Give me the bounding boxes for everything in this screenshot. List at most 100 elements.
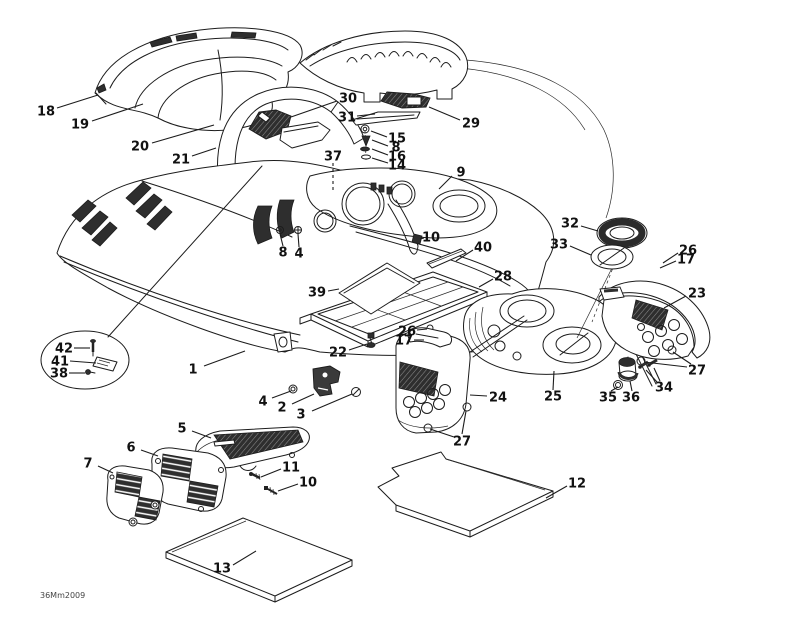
- side-panel-left-24: [395, 315, 528, 434]
- strip-40: [426, 248, 467, 269]
- gauge-cluster: [276, 167, 498, 255]
- leader-line-4: [297, 233, 300, 248]
- part-label-3: 3: [296, 408, 305, 423]
- leader-line-18: [56, 94, 99, 109]
- leader-line-16: [371, 148, 389, 156]
- leader-line-40: [455, 249, 474, 262]
- part-label-25: 25: [544, 390, 562, 405]
- leader-line-23: [663, 295, 687, 309]
- screw-3: [351, 387, 361, 397]
- leader-line-29: [428, 106, 461, 121]
- part-label-39: 39: [308, 286, 326, 301]
- air-scoop-5: [195, 426, 310, 471]
- part-label-4: 4: [294, 247, 303, 262]
- silencer-29: [380, 91, 431, 109]
- grommet-27-right: [667, 345, 677, 355]
- leader-line-22: [348, 343, 368, 351]
- part-label-34: 34: [655, 381, 673, 396]
- part-label-35: 35: [599, 391, 617, 406]
- part-label-11: 11: [282, 461, 300, 476]
- bolt-11: [249, 472, 261, 481]
- part-label-40: 40: [474, 241, 492, 256]
- grommet-27-left: [423, 423, 433, 433]
- leader-line-30: [290, 100, 338, 118]
- part-label-29: 29: [462, 117, 480, 132]
- leader-line-10: [419, 237, 425, 240]
- leader-line-39: [327, 288, 340, 292]
- part-label-38: 38: [50, 367, 68, 382]
- leader-line-6: [140, 449, 159, 457]
- leader-line-1: [203, 350, 246, 367]
- part-label-6: 6: [126, 441, 135, 456]
- part-label-2: 2: [277, 401, 286, 416]
- pin-22: [366, 332, 376, 348]
- leader-line-7: [97, 465, 114, 474]
- part-label-8: 8: [391, 141, 400, 156]
- part-label-16: 16: [388, 150, 406, 165]
- leader-line-31: [356, 113, 376, 117]
- part-label-20: 20: [131, 140, 149, 155]
- valve-36: [617, 356, 639, 382]
- part-label-27: 27: [688, 364, 706, 379]
- leader-line-9: [438, 175, 453, 190]
- part-label-21: 21: [172, 153, 190, 168]
- floor-panel-12: [377, 451, 554, 538]
- part-label-37: 37: [324, 150, 342, 165]
- leader-line-5: [191, 430, 212, 439]
- leader-line-27: [643, 361, 688, 368]
- part-label-1: 1: [188, 363, 197, 378]
- part-label-12: 12: [568, 477, 586, 492]
- deflector-31: [351, 111, 421, 126]
- leader-line-33: [569, 245, 592, 256]
- leader-line-27: [672, 351, 692, 365]
- fuel-tank-25: [463, 246, 622, 375]
- part-label-15: 15: [388, 132, 406, 147]
- leader-line-8: [371, 139, 389, 147]
- gasket-33: [590, 244, 634, 270]
- seat-cover: [299, 30, 469, 103]
- part-label-10: 10: [299, 476, 317, 491]
- part-label-41: 41: [51, 355, 69, 370]
- part-label-28: 28: [494, 270, 512, 285]
- screw-10: [264, 486, 278, 496]
- part-label-19: 19: [71, 118, 89, 133]
- washer-4: [288, 384, 298, 394]
- leader-line-2: [291, 393, 315, 405]
- footer-code: 36Mm2009: [40, 591, 85, 600]
- leader-line-4: [271, 390, 292, 399]
- leader-line-27: [461, 410, 467, 435]
- part-label-33: 33: [550, 238, 568, 253]
- leader-line-13: [232, 550, 257, 566]
- leader-line-27: [429, 428, 455, 438]
- leader-line-41: [69, 360, 97, 364]
- part-label-31: 31: [338, 111, 356, 126]
- leader-line-36: [629, 380, 633, 392]
- leader-line-15: [370, 130, 388, 138]
- leader-line-25: [552, 370, 555, 391]
- leader-line-17: [659, 260, 677, 269]
- grommet-27-left: [462, 402, 472, 412]
- part-label-42: 42: [55, 342, 73, 357]
- leader-line-14: [371, 157, 389, 164]
- part-label-26: 26: [398, 325, 416, 340]
- leader-line-10: [277, 483, 299, 492]
- part-label-26: 26: [679, 244, 697, 259]
- part-label-8: 8: [278, 246, 287, 261]
- part-label-22: 22: [329, 346, 347, 361]
- leader-line-3: [311, 393, 353, 412]
- part-label-9: 9: [456, 166, 465, 181]
- part-label-30: 30: [339, 92, 357, 107]
- vent-grille-6: [151, 447, 227, 512]
- floor-panel-13: [165, 517, 353, 603]
- fastener-stack: [360, 124, 371, 161]
- part-label-32: 32: [561, 217, 579, 232]
- side-panel-right-23: [598, 280, 711, 387]
- part-label-24: 24: [489, 391, 507, 406]
- leader-line-24: [469, 394, 488, 397]
- part-label-4: 4: [258, 395, 267, 410]
- part-label-14: 14: [388, 159, 406, 174]
- leader-line-8: [279, 233, 284, 247]
- part-label-13: 13: [213, 562, 231, 577]
